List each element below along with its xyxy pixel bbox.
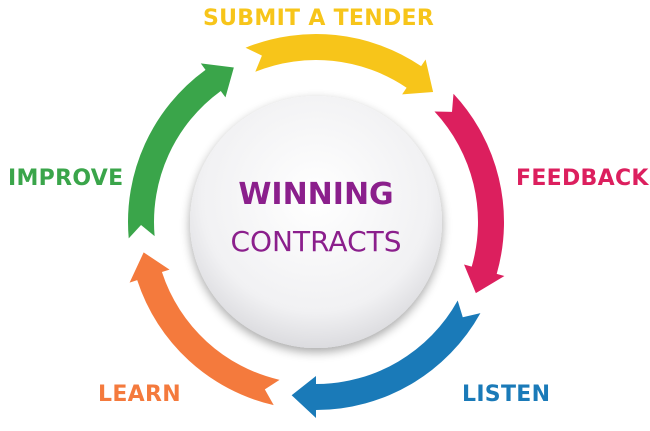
stage-label-improve: IMPROVE xyxy=(8,166,124,191)
cycle-arrow-learn xyxy=(129,252,280,406)
center-title: WINNING xyxy=(238,177,394,212)
center-subtitle: CONTRACTS xyxy=(230,225,402,258)
cycle-arrows xyxy=(128,33,505,418)
center-disc xyxy=(190,96,442,348)
cycle-arrow-improve xyxy=(128,63,234,239)
stage-label-listen: LISTEN xyxy=(462,382,551,407)
cycle-arrow-feedback xyxy=(434,93,505,294)
stage-label-submit-a-tender: SUBMIT A TENDER xyxy=(203,6,435,31)
stage-label-learn: LEARN xyxy=(98,382,181,407)
cycle-arrow-submit xyxy=(245,33,434,95)
cycle-arrow-listen xyxy=(291,300,481,418)
stage-label-feedback: FEEDBACK xyxy=(516,166,649,191)
